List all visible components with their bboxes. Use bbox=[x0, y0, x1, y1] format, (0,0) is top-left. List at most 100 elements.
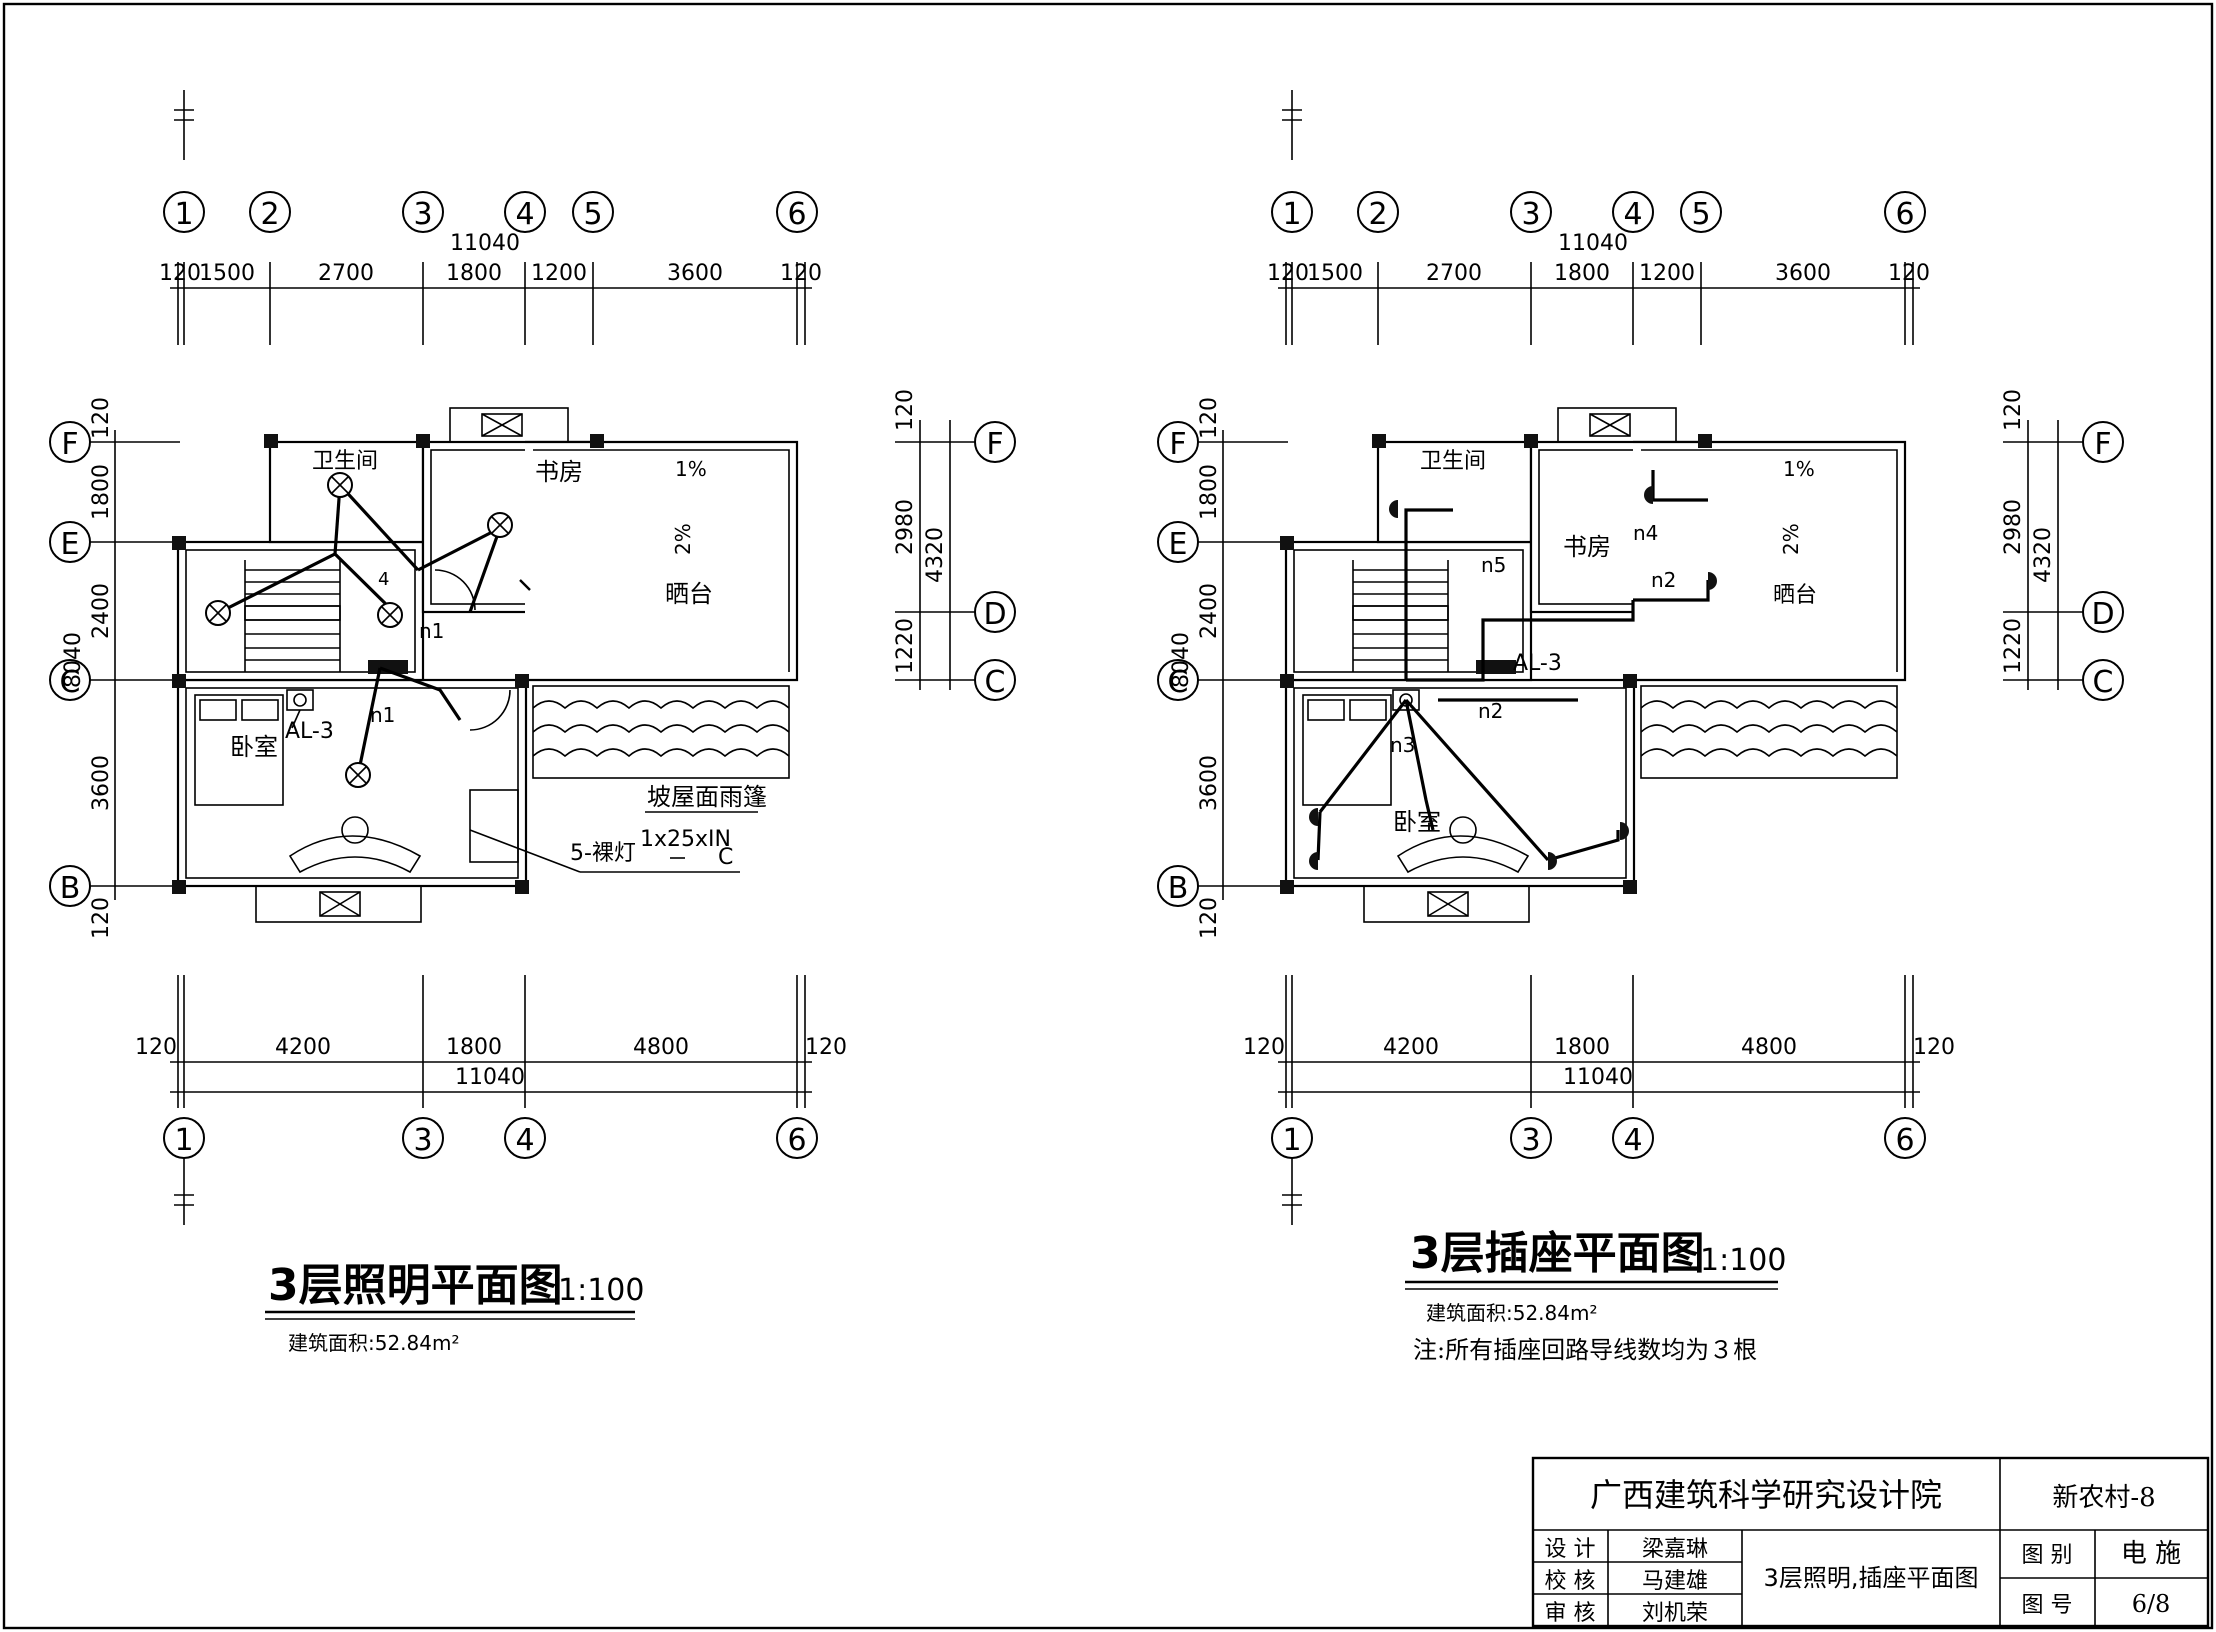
svg-text:120: 120 bbox=[1197, 897, 1222, 939]
svg-text:3: 3 bbox=[1521, 197, 1540, 232]
svg-text:4800: 4800 bbox=[633, 1035, 689, 1060]
room-label-terrace: 晒台 bbox=[665, 580, 713, 608]
svg-text:4320: 4320 bbox=[923, 527, 948, 583]
svg-text:2700: 2700 bbox=[1426, 261, 1482, 286]
designer-name: 梁嘉琳 bbox=[1642, 1537, 1708, 1562]
svg-text:8040: 8040 bbox=[1169, 632, 1194, 688]
svg-text:120: 120 bbox=[135, 1035, 177, 1060]
drawing-title-block: 广西建筑科学研究设计院 新农村-8 设 计 梁嘉琳 校 核 马建雄 审 核 刘机… bbox=[1531, 1456, 2210, 1628]
bottom-dimension-chain: 120 4200 1800 4800 120 11040 1 3 4 6 bbox=[135, 975, 847, 1225]
svg-text:11040: 11040 bbox=[1563, 1065, 1633, 1090]
svg-text:120: 120 bbox=[1267, 261, 1309, 286]
svg-text:6: 6 bbox=[1895, 197, 1914, 232]
ceiling-lamp-icon bbox=[345, 762, 371, 788]
svg-text:2400: 2400 bbox=[1197, 583, 1222, 639]
circuit-label: n3 bbox=[1390, 733, 1415, 757]
svg-text:120: 120 bbox=[1888, 261, 1930, 286]
axis-bubble-5 bbox=[572, 191, 614, 233]
svg-text:120: 120 bbox=[893, 389, 918, 431]
svg-text:1800: 1800 bbox=[1554, 1035, 1610, 1060]
svg-text:120: 120 bbox=[89, 897, 114, 939]
svg-text:1800: 1800 bbox=[89, 464, 114, 520]
canopy-label: 坡屋面雨篷 bbox=[647, 783, 767, 811]
svg-text:1220: 1220 bbox=[893, 618, 918, 674]
room-label-bath: 卫生间 bbox=[312, 449, 378, 474]
svg-text:120: 120 bbox=[1913, 1035, 1955, 1060]
circuit-label: n4 bbox=[1633, 521, 1658, 545]
staircase bbox=[244, 560, 341, 672]
svg-text:E: E bbox=[61, 527, 80, 562]
wire-count-label: 4 bbox=[378, 569, 389, 590]
lamp-label: 5-裸灯 bbox=[570, 841, 636, 866]
svg-text:卫生间: 卫生间 bbox=[1420, 449, 1486, 474]
left-axis-chain: F E C B 120 1800 2400 3600 120 8040 bbox=[49, 397, 180, 939]
lamp-mount: C bbox=[718, 845, 733, 870]
svg-text:B: B bbox=[1168, 871, 1189, 906]
room-label-bedroom: 卧室 bbox=[230, 733, 278, 761]
circuit-label: n2 bbox=[1478, 699, 1503, 723]
svg-text:F: F bbox=[61, 427, 78, 462]
desk bbox=[288, 835, 422, 874]
svg-text:6: 6 bbox=[787, 1123, 806, 1158]
svg-text:审 核: 审 核 bbox=[1545, 1601, 1596, 1626]
ceiling-lamp-icon bbox=[377, 602, 403, 628]
svg-text:1800: 1800 bbox=[446, 1035, 502, 1060]
svg-text:晒台: 晒台 bbox=[1773, 583, 1817, 608]
svg-text:1: 1 bbox=[1282, 1123, 1301, 1158]
institute-name: 广西建筑科学研究设计院 bbox=[1590, 1476, 1942, 1514]
top-dimension-chain: 11040 120 1500 2700 1800 1200 3600 120 bbox=[159, 231, 822, 345]
svg-text:E: E bbox=[1169, 527, 1188, 562]
plan-scale: 1:100 bbox=[558, 1273, 644, 1308]
axis-bubble-6 bbox=[776, 191, 818, 233]
top-axis-bubbles: 1 2 3 4 5 6 bbox=[163, 191, 818, 233]
socket-icon bbox=[1644, 486, 1653, 504]
building-area: 建筑面积:52.84m² bbox=[288, 1331, 460, 1355]
plan-title: 3层插座平面图 bbox=[1410, 1228, 1705, 1279]
svg-text:D: D bbox=[2091, 597, 2114, 632]
svg-text:1%: 1% bbox=[1783, 457, 1815, 481]
socket-icon bbox=[1309, 852, 1318, 870]
svg-text:1800: 1800 bbox=[1197, 464, 1222, 520]
svg-text:4: 4 bbox=[1623, 1123, 1642, 1158]
lighting-plan-title-block: 3层照明平面图 1:100 建筑面积:52.84m² bbox=[265, 1260, 644, 1355]
svg-text:3: 3 bbox=[1521, 1123, 1540, 1158]
socket-icon bbox=[1389, 500, 1398, 518]
axis-bubble-2 bbox=[249, 191, 291, 233]
svg-text:书房: 书房 bbox=[1563, 533, 1611, 561]
svg-text:2400: 2400 bbox=[89, 583, 114, 639]
svg-text:120: 120 bbox=[1197, 397, 1222, 439]
bed bbox=[194, 694, 284, 806]
left-axis-chain: F E C B 120 1800 2400 3600 120 8040 bbox=[1157, 397, 1288, 939]
axis-label: 3 bbox=[413, 197, 432, 232]
plan-note: 注:所有插座回路导线数均为３根 bbox=[1413, 1336, 1757, 1364]
circuit-label: n5 bbox=[1481, 553, 1506, 577]
svg-text:3600: 3600 bbox=[1197, 755, 1222, 811]
svg-text:F: F bbox=[986, 427, 1003, 462]
distribution-panel-icon bbox=[1392, 689, 1420, 711]
circuit-label: n2 bbox=[1651, 568, 1676, 592]
svg-text:1500: 1500 bbox=[199, 261, 255, 286]
svg-text:4200: 4200 bbox=[1383, 1035, 1439, 1060]
plan-title: 3层照明平面图 bbox=[268, 1260, 563, 1311]
svg-text:C: C bbox=[60, 665, 81, 700]
svg-text:2: 2 bbox=[1368, 197, 1387, 232]
svg-text:120: 120 bbox=[2001, 389, 2026, 431]
svg-text:120: 120 bbox=[780, 261, 822, 286]
checker-name: 马建雄 bbox=[1642, 1569, 1708, 1594]
svg-text:4320: 4320 bbox=[2031, 527, 2056, 583]
svg-text:D: D bbox=[983, 597, 1006, 632]
svg-text:120: 120 bbox=[1243, 1035, 1285, 1060]
svg-text:C: C bbox=[2093, 665, 2114, 700]
socket-icon bbox=[1548, 852, 1557, 870]
top-axis-bubbles: 1 2 3 4 5 6 bbox=[1271, 191, 1926, 233]
socket-icon bbox=[1620, 822, 1629, 840]
svg-text:校 核: 校 核 bbox=[1545, 1569, 1596, 1594]
break-mark-top bbox=[1282, 90, 1302, 160]
svg-text:1200: 1200 bbox=[1639, 261, 1695, 286]
top-dimension-chain: 11040 120 1500 2700 1800 1200 3600 120 bbox=[1267, 231, 1930, 345]
floor-plan-walls bbox=[1280, 407, 1907, 923]
svg-text:图 别: 图 别 bbox=[2022, 1543, 2073, 1568]
project-name: 新农村-8 bbox=[2052, 1483, 2155, 1513]
